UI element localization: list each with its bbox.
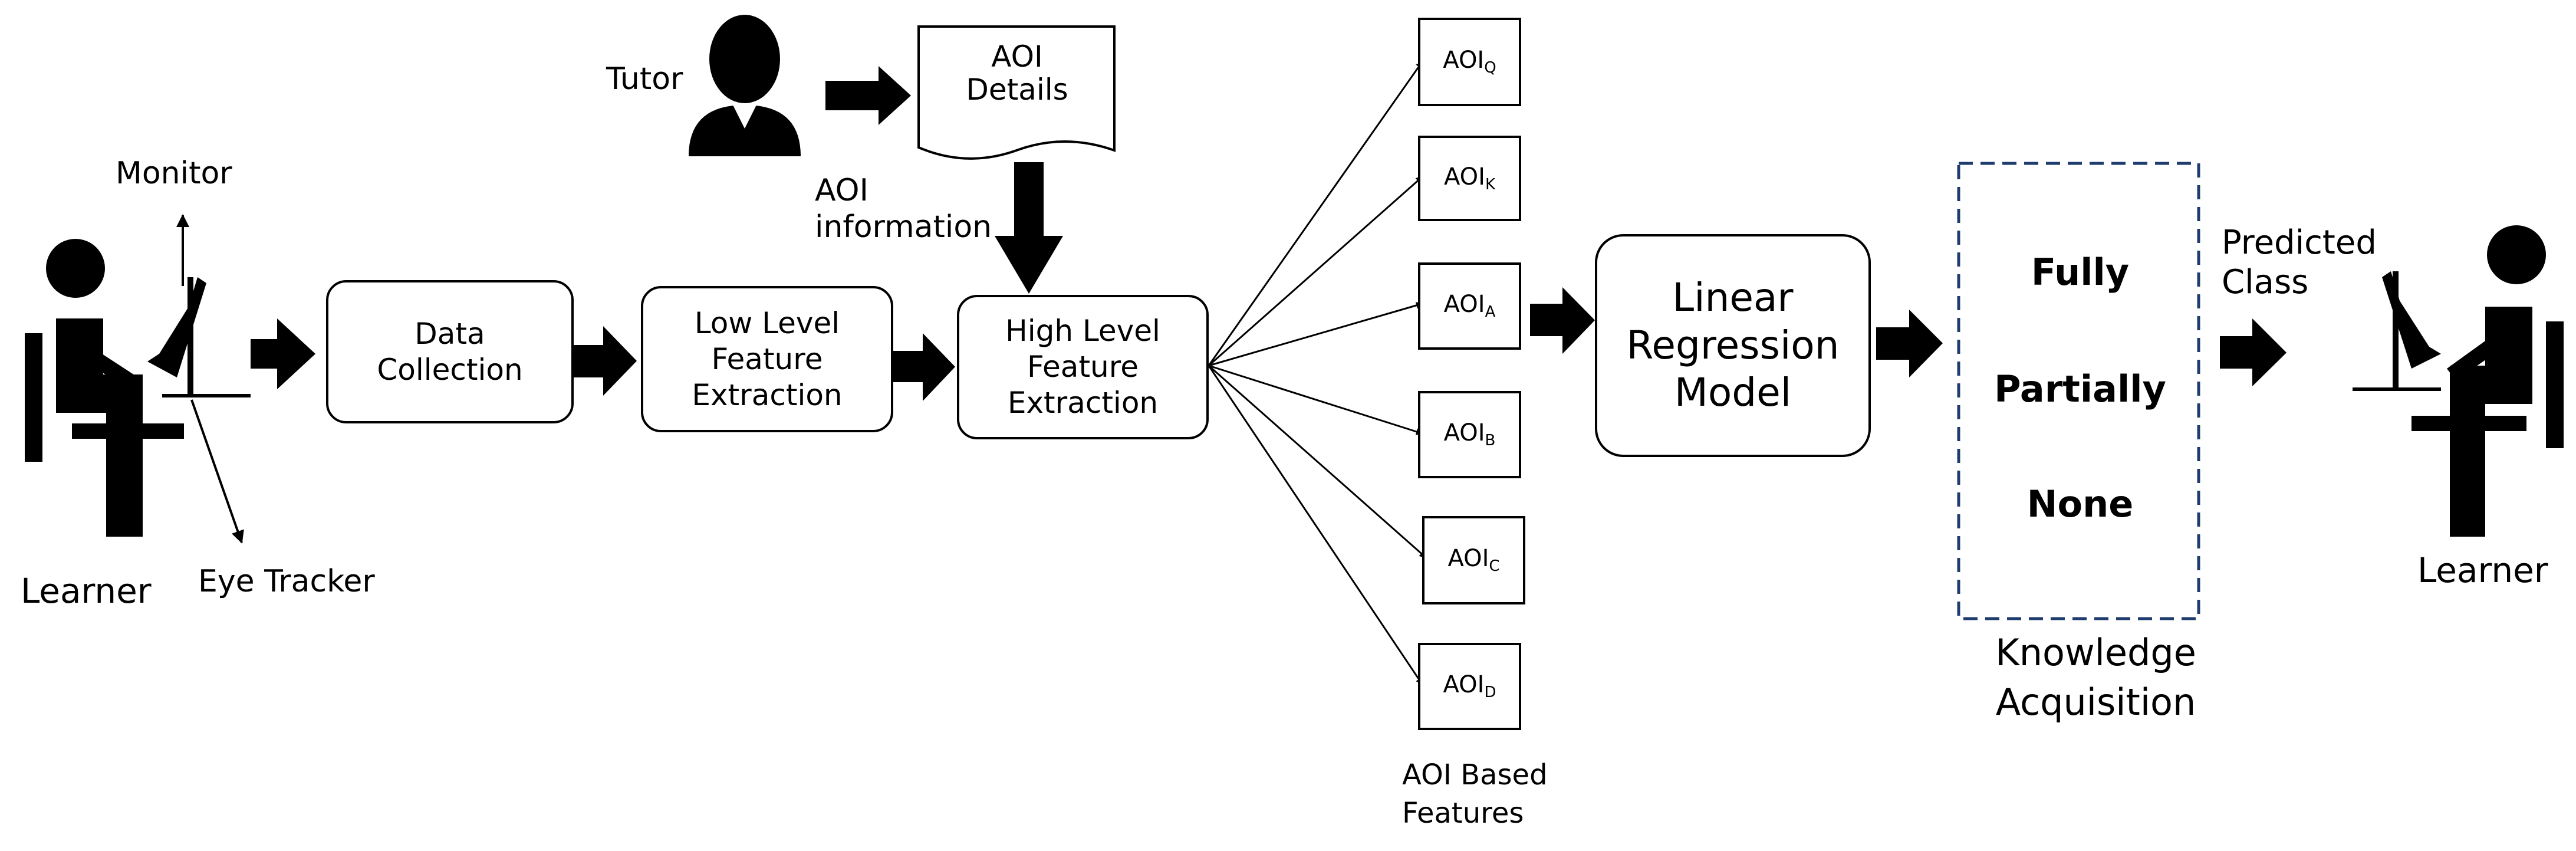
data-collection-box: Data Collection [326,280,574,423]
arrow-low-level-to-high-level [893,333,955,401]
aoi-c-label: AOIC [1447,545,1500,576]
person-at-computer-icon [2353,225,2564,537]
aoi-information-line1: AOI [815,173,868,208]
aoi-k-box: AOIK [1418,136,1521,221]
aoi-features-line1: AOI Based [1402,758,1548,791]
low-level-line2: Feature [711,341,823,376]
class-partially: Partially [1994,367,2166,410]
person-at-computer-icon [25,239,251,537]
monitor-label: Monitor [116,156,232,191]
aoi-details-document [917,25,1116,160]
arrow-tutor-to-aoi-details [825,66,911,125]
linear-regression-line3: Model [1674,370,1792,416]
fanout-arrows [1208,61,1427,685]
high-level-line3: Extraction [1007,386,1159,420]
aoi-information-line2: information [815,209,992,245]
aoi-a-label: AOIA [1443,291,1496,321]
arrow-aoi-to-regression [1530,287,1595,354]
linear-regression-line1: Linear [1672,275,1794,321]
low-level-line1: Low Level [694,305,840,340]
eye-tracker-label: Eye Tracker [198,564,375,599]
knowledge-acquisition-label: Knowledge Acquisition [1959,628,2233,727]
aoi-based-features-label: AOI Based Features [1402,756,1548,833]
arrow-data-collection-to-low-level [573,326,637,396]
low-level-feature-extraction-box: Low Level Feature Extraction [641,286,893,432]
predicted-class-line2: Class [2222,263,2309,302]
linear-regression-model-box: Linear Regression Model [1595,234,1871,457]
class-none: None [2026,482,2134,525]
predicted-class-line1: Predicted [2222,224,2377,262]
aoi-details-label: AOI Details [920,40,1114,106]
high-level-feature-extraction-box: High Level Feature Extraction [957,295,1209,439]
aoi-q-box: AOIQ [1418,18,1521,106]
aoi-q-label: AOIQ [1443,47,1496,77]
low-level-line3: Extraction [692,377,843,412]
class-fully: Fully [2031,251,2130,294]
tutor-silhouette-icon [689,15,801,156]
high-level-line2: Feature [1027,350,1139,384]
knowledge-acquisition-dashed-box [1957,162,2200,620]
learner-right-label: Learner [2417,550,2548,590]
knowledge-acquisition-line2: Acquisition [1995,680,2196,724]
arrow-aoi-details-to-high-level [995,162,1063,294]
learner-left-label: Learner [21,571,152,611]
arrow-learner-to-data-collection [251,318,315,389]
aoi-c-box: AOIC [1422,516,1525,604]
knowledge-acquisition-line1: Knowledge [1995,631,2196,674]
aoi-b-box: AOIB [1418,391,1521,478]
tutor-label: Tutor [606,61,683,97]
linear-regression-line2: Regression [1626,322,1840,368]
aoi-d-box: AOID [1418,643,1521,730]
predicted-class-label: Predicted Class [2222,223,2377,302]
aoi-d-label: AOID [1443,671,1496,702]
aoi-b-label: AOIB [1443,419,1496,450]
aoi-features-line2: Features [1402,796,1524,830]
arrow-regression-to-classes [1876,310,1943,377]
aoi-details-line2: Details [966,73,1068,107]
aoi-k-label: AOIK [1443,163,1495,193]
high-level-line1: High Level [1005,314,1160,348]
aoi-a-box: AOIA [1418,262,1521,350]
arrow-classes-to-learner [2220,318,2287,386]
data-collection-line2: Collection [377,352,523,387]
aoi-information-label: AOI information [815,172,992,246]
aoi-details-line1: AOI [991,40,1043,74]
data-collection-line1: Data [414,316,485,351]
eye-tracker-pointer [190,399,244,544]
